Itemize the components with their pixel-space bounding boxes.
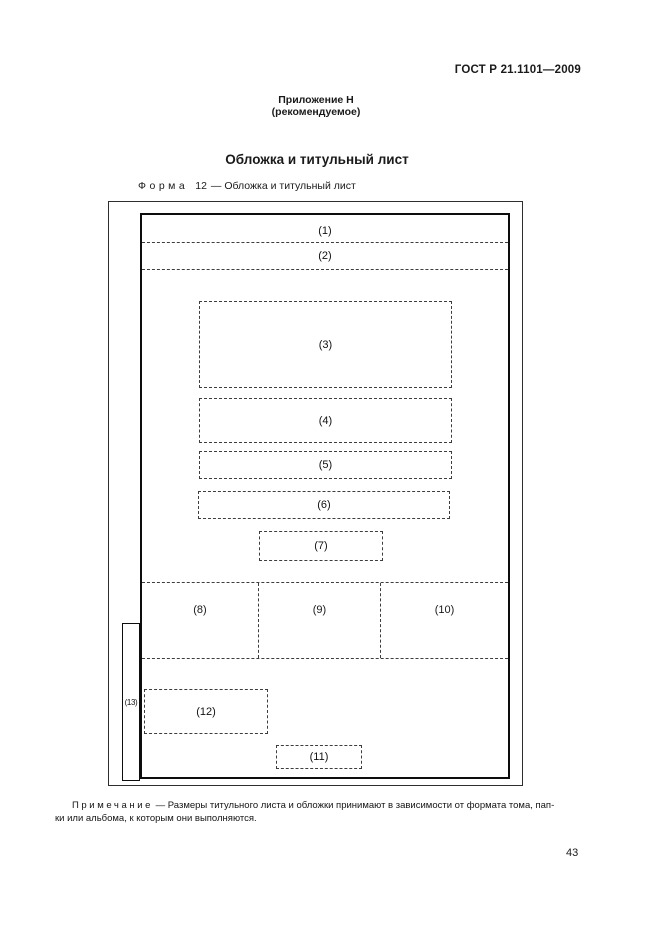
title-sheet: (1) (2) (3) (4) (5) (6) (7) (8): [140, 213, 510, 779]
field-label-4: (4): [318, 414, 333, 427]
field-box-3: (3): [199, 301, 452, 388]
field-label-13: (13): [124, 697, 138, 707]
field-cell-10: (10): [381, 583, 508, 658]
field-zone-2: (2): [142, 243, 508, 270]
form-caption-word: Форма: [138, 180, 189, 192]
field-label-7: (7): [314, 540, 328, 552]
note-label: Примечание: [72, 800, 153, 811]
form-caption-number: 12: [195, 180, 207, 192]
field-cell-8: (8): [142, 583, 258, 658]
field-cell-9: (9): [258, 583, 381, 658]
note-text-1: — Размеры титульного листа и обложки при…: [155, 800, 555, 811]
field-cells-row: (8) (9) (10): [142, 582, 508, 659]
field-box-6: (6): [198, 491, 450, 519]
field-box-4: (4): [199, 398, 452, 443]
field-label-2: (2): [318, 250, 332, 262]
form-caption-rest: — Обложка и титульный лист: [210, 180, 356, 192]
field-label-11: (11): [309, 751, 329, 763]
cover-outline: (1) (2) (3) (4) (5) (6) (7) (8): [108, 201, 523, 786]
field-box-5: (5): [199, 451, 452, 479]
note: Примечание — Размеры титульного листа и …: [55, 799, 611, 825]
field-zone-1: (1): [142, 215, 508, 243]
field-label-12: (12): [196, 705, 216, 718]
field-box-11: (11): [276, 745, 362, 769]
note-line-1: Примечание — Размеры титульного листа и …: [55, 799, 611, 812]
field-label-3: (3): [318, 338, 333, 351]
spine-box-13: (13): [122, 623, 140, 781]
field-label-9: (9): [312, 604, 327, 616]
field-box-7: (7): [259, 531, 383, 561]
field-label-5: (5): [318, 459, 333, 471]
page-number: 43: [566, 847, 579, 859]
appendix-heading: Приложение Н (рекомендуемое): [0, 94, 632, 118]
field-label-10: (10): [434, 604, 455, 616]
note-line-2: ки или альбома, к которым они выполняютс…: [55, 813, 257, 824]
form-caption: Форма 12— Обложка и титульный лист: [138, 180, 356, 192]
field-label-8: (8): [193, 604, 207, 616]
doc-number: ГОСТ Р 21.1101—2009: [454, 64, 581, 76]
appendix-title: Приложение Н: [278, 94, 354, 106]
field-label-1: (1): [318, 225, 332, 237]
appendix-type: (рекомендуемое): [271, 105, 361, 118]
field-label-6: (6): [317, 499, 331, 511]
field-box-12: (12): [144, 689, 268, 734]
section-title: Обложка и титульный лист: [225, 152, 409, 167]
